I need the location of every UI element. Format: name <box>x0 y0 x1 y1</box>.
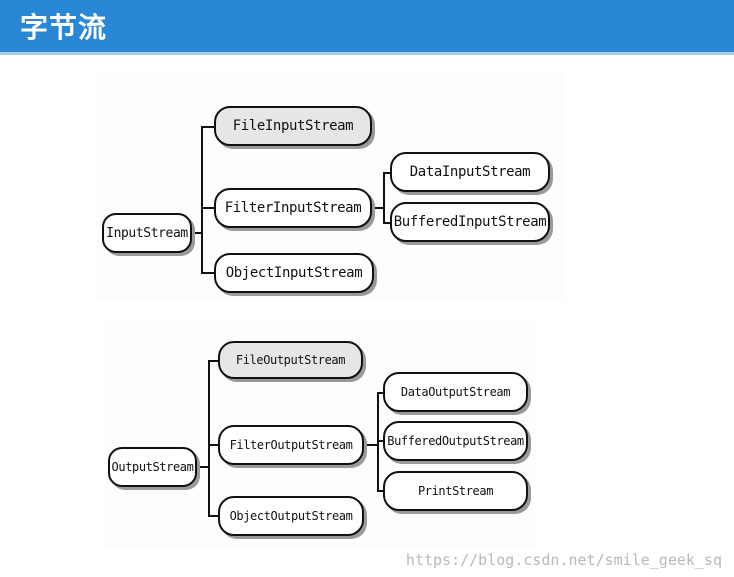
filter-input-stream-node: FilterInputStream <box>214 188 372 228</box>
object-output-stream-node: ObjectOutputStream <box>218 496 364 536</box>
connector <box>377 440 385 442</box>
connector <box>383 222 393 224</box>
connector <box>208 515 222 517</box>
file-output-stream-node: FileOutputStream <box>218 341 363 379</box>
input-stream-node: InputStream <box>102 213 192 253</box>
connector <box>208 360 222 362</box>
connector <box>192 232 202 234</box>
connector <box>201 126 203 274</box>
object-input-stream-node: ObjectInputStream <box>214 253 374 293</box>
connector <box>201 126 217 128</box>
connector <box>377 392 385 394</box>
buffered-output-stream-node: BufferedOutputStream <box>383 421 528 461</box>
buffered-input-stream-node: BufferedInputStream <box>390 202 550 242</box>
connector <box>383 172 393 174</box>
output-stream-node: OutputStream <box>108 447 197 487</box>
connector <box>377 490 385 492</box>
connector <box>364 444 378 446</box>
data-input-stream-node: DataInputStream <box>390 152 550 192</box>
print-stream-node: PrintStream <box>383 471 528 511</box>
connector <box>197 466 210 468</box>
connector <box>377 392 379 492</box>
connector <box>201 272 217 274</box>
connector <box>208 360 210 517</box>
connector <box>208 444 222 446</box>
title-underline <box>0 52 734 55</box>
file-input-stream-node: FileInputStream <box>214 106 372 146</box>
filter-output-stream-node: FilterOutputStream <box>218 425 364 465</box>
watermark-url: https://blog.csdn.net/smile_geek_sq <box>405 551 722 569</box>
connector <box>372 207 384 209</box>
connector <box>201 207 217 209</box>
data-output-stream-node: DataOutputStream <box>383 372 528 412</box>
connector <box>383 172 385 224</box>
slide-title: 字节流 <box>20 11 108 44</box>
title-bar: 字节流 <box>0 0 734 52</box>
